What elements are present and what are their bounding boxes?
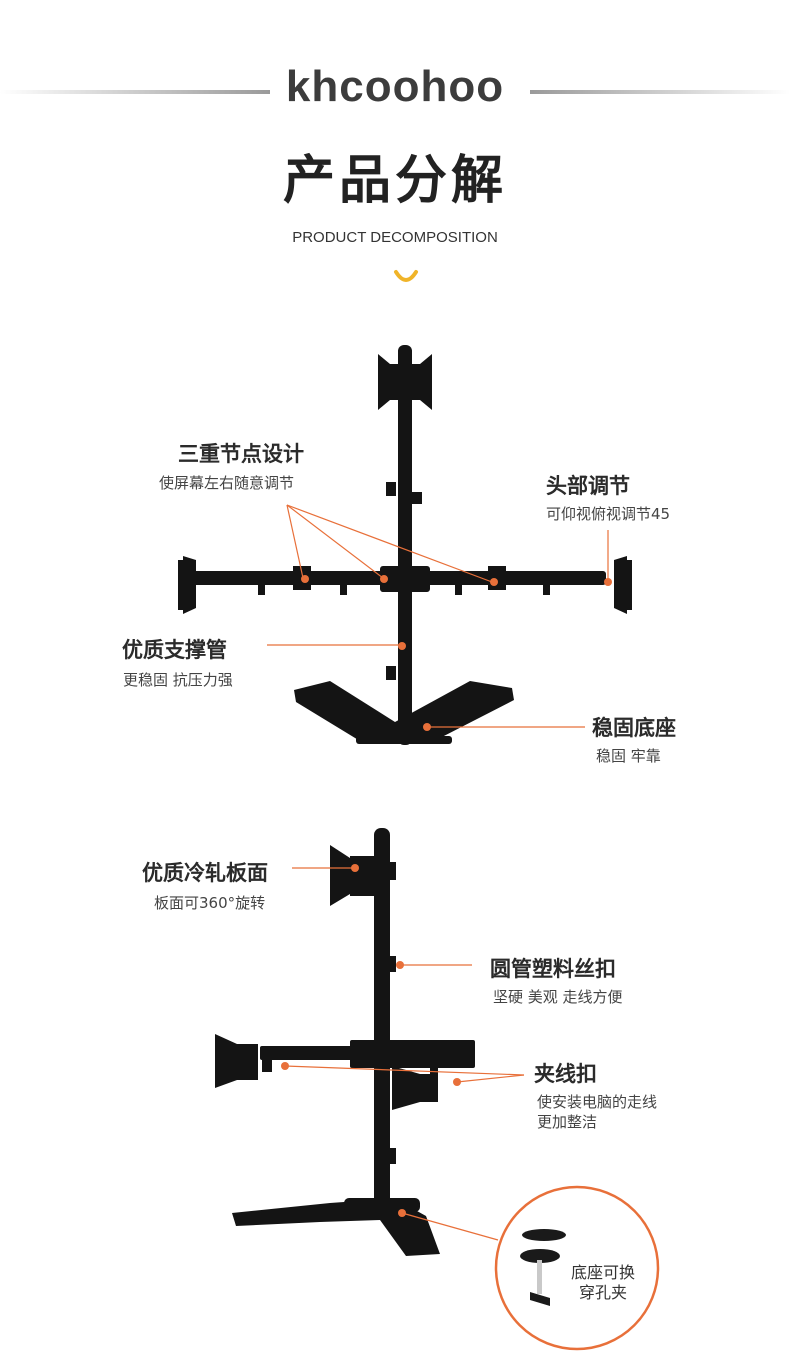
header-divider-left bbox=[0, 90, 270, 94]
plastic-buckle-desc: 坚硬 美观 走线方便 bbox=[493, 988, 623, 1006]
header-divider-right bbox=[530, 90, 790, 94]
page-title: 产品分解 bbox=[282, 151, 507, 211]
cold-rolled-plate-desc: 板面可360°旋转 bbox=[154, 894, 266, 912]
stand-angled-view bbox=[215, 828, 475, 1256]
head-adjust-desc: 可仰视俯视调节45 bbox=[546, 505, 671, 523]
smile-accent-icon bbox=[394, 270, 418, 282]
page-subtitle: PRODUCT DECOMPOSITION bbox=[292, 229, 498, 246]
support-tube-desc: 更稳固 抗压力强 bbox=[123, 671, 233, 689]
head-adjust-title: 头部调节 bbox=[546, 474, 630, 498]
stable-base-title: 稳固底座 bbox=[592, 716, 676, 740]
grommet-detail-circle bbox=[494, 1185, 660, 1351]
stand-front-view bbox=[178, 345, 632, 745]
triple-joint-desc: 使屏幕左右随意调节 bbox=[159, 474, 295, 492]
cold-rolled-plate-title: 优质冷轧板面 bbox=[142, 861, 268, 885]
plastic-buckle-title: 圆管塑料丝扣 bbox=[490, 957, 616, 981]
grommet-label-line2: 穿孔夹 bbox=[579, 1283, 628, 1302]
brand-logo: khcoohoo bbox=[285, 62, 505, 111]
cable-clip-desc-line2: 更加整洁 bbox=[537, 1113, 598, 1131]
cable-clip-desc-line1: 使安装电脑的走线 bbox=[537, 1093, 658, 1111]
cable-clip-title: 夹线扣 bbox=[534, 1062, 597, 1086]
stable-base-desc: 稳固 牢靠 bbox=[596, 747, 661, 765]
grommet-label-line1: 底座可换 bbox=[571, 1263, 636, 1282]
support-tube-title: 优质支撑管 bbox=[122, 638, 227, 662]
triple-joint-title: 三重节点设计 bbox=[178, 442, 304, 466]
